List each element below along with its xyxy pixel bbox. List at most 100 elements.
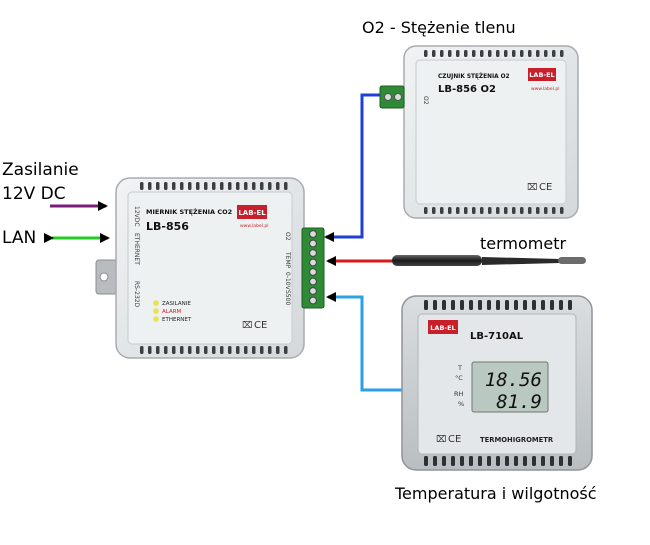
vent-slot: [188, 346, 192, 354]
vent-slot: [188, 182, 192, 190]
o2-device-brand: LAB-EL: [529, 71, 554, 79]
vent-slot: [228, 346, 232, 354]
vent-slot: [260, 182, 264, 190]
vent-slot: [552, 50, 556, 57]
vent-slot: [550, 456, 554, 466]
vent-slot: [532, 456, 536, 466]
vent-slot: [496, 207, 500, 214]
vent-slot: [512, 207, 516, 214]
vent-slot: [140, 346, 144, 354]
vent-slot: [544, 50, 548, 57]
vent-slot: [244, 346, 248, 354]
o2-device-url: www.label.pl: [531, 86, 559, 92]
ethernet-led: [153, 316, 159, 322]
vent-slot: [487, 456, 491, 466]
vent-slot: [523, 300, 527, 310]
vent-slot: [460, 300, 464, 310]
vent-slot: [456, 207, 460, 214]
vent-slot: [552, 207, 556, 214]
port-010v-label: 0-10V: [284, 272, 291, 291]
vent-slot: [496, 456, 500, 466]
vent-slot: [451, 456, 455, 466]
terminal-screw: [309, 296, 317, 305]
vent-slot: [228, 182, 232, 190]
thermo-weee-icon: ⌧: [436, 435, 446, 445]
vent-slot: [559, 456, 563, 466]
o2-device-logo: [528, 68, 556, 81]
vent-slot: [220, 346, 224, 354]
vent-slot: [520, 207, 524, 214]
alarm-led: [153, 308, 159, 314]
vent-slot: [504, 207, 508, 214]
vent-slot: [196, 182, 200, 190]
vent-slot: [559, 300, 563, 310]
vent-slot: [448, 50, 452, 57]
vent-slot: [433, 456, 437, 466]
lcd-screen: [471, 361, 549, 413]
vent-slot: [541, 300, 545, 310]
vent-slot: [464, 207, 468, 214]
terminal-screw: [309, 230, 317, 238]
lcd-temp-unit: T: [457, 364, 462, 372]
lcd-rh-unit2: %: [458, 400, 464, 408]
vent-slot: [204, 346, 208, 354]
vent-slot: [236, 182, 240, 190]
vent-slot: [440, 50, 444, 57]
vent-slot: [478, 300, 482, 310]
vent-slot: [244, 182, 248, 190]
vent-slot: [512, 50, 516, 57]
vent-slot: [432, 50, 436, 57]
power-led: [153, 300, 159, 306]
o2-device-model: LB-856 O2: [438, 84, 496, 95]
thermo-model: LB-710AL: [470, 331, 524, 342]
vent-slot: [505, 456, 509, 466]
thermohygrometer-caption: Temperatura i wilgotność: [395, 484, 597, 503]
vent-slot: [180, 346, 184, 354]
vent-slot: [212, 346, 216, 354]
vent-slot: [172, 346, 176, 354]
terminal-screw: [309, 268, 317, 276]
o2-weee-icon: ⌧: [527, 183, 537, 193]
vent-slot: [180, 182, 184, 190]
humidity-wire: [326, 292, 405, 392]
power-caption-line1: Zasilanie: [2, 160, 79, 180]
power-led-label: ZASILANIE: [162, 301, 191, 307]
vent-slot: [478, 456, 482, 466]
vent-slot: [472, 207, 476, 214]
vent-slot: [456, 50, 460, 57]
vent-slot: [284, 182, 288, 190]
main-device-title: MIERNIK STĘŻENIA CO2: [146, 207, 232, 216]
port-rs-label: RS-232D: [133, 281, 140, 308]
lcd-temp-value: 18.56: [485, 369, 542, 391]
vent-slot: [532, 300, 536, 310]
vent-slot: [528, 50, 532, 57]
ethernet-led-label: ETHERNET: [162, 317, 192, 323]
vent-slot: [424, 50, 428, 57]
port-o2-label: O2: [284, 232, 291, 241]
vent-slot: [424, 456, 428, 466]
vent-slot: [550, 300, 554, 310]
o2-side-label: O2: [422, 96, 429, 105]
vent-slot: [442, 456, 446, 466]
lcd-rh-value: 81.9: [496, 391, 542, 413]
o2-device-title: CZUJNIK STĘŻENIA O2: [438, 73, 510, 80]
terminal-screw: [309, 239, 317, 248]
terminal-screw: [309, 258, 317, 267]
vent-slot: [156, 182, 160, 190]
thermo-logo: [428, 320, 458, 334]
vent-slot: [536, 207, 540, 214]
vent-slot: [541, 456, 545, 466]
vent-slot: [164, 346, 168, 354]
lcd-rh-unit: RH: [454, 390, 464, 398]
vent-slot: [424, 300, 428, 310]
vent-slot: [568, 300, 572, 310]
vent-slot: [284, 346, 288, 354]
terminal-screw: [309, 277, 317, 286]
vent-slot: [528, 207, 532, 214]
lan-caption: LAN: [2, 228, 37, 248]
vent-slot: [560, 50, 564, 57]
vent-slot: [536, 50, 540, 57]
vent-slot: [480, 50, 484, 57]
vent-slot: [164, 182, 168, 190]
vent-slot: [432, 207, 436, 214]
